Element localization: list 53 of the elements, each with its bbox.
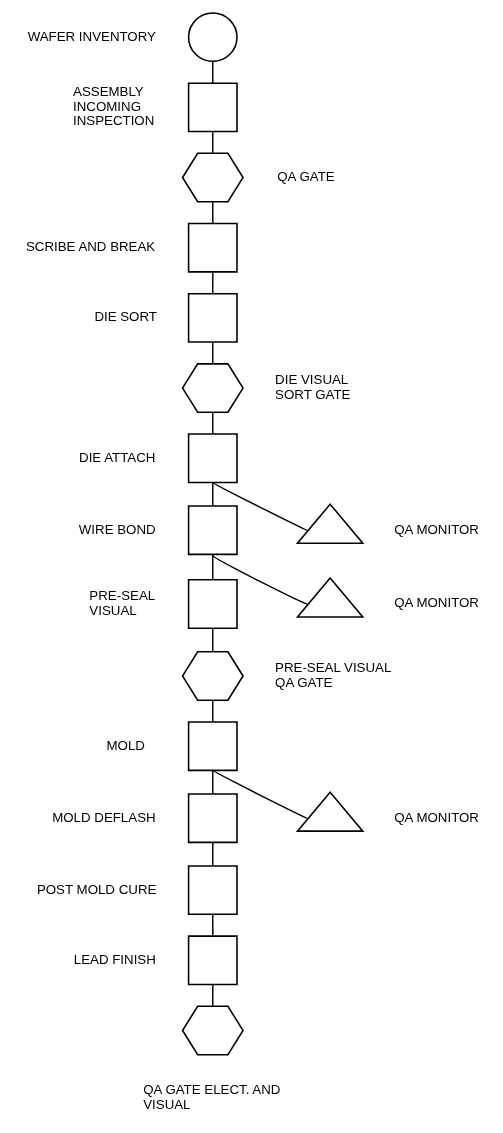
node-box: [187, 292, 238, 343]
node-label: QA MONITOR: [394, 809, 479, 825]
node-label: ASSEMBLY INCOMING INSPECTION: [73, 84, 155, 129]
node-label: MOLD: [106, 737, 145, 753]
node-box: [187, 505, 238, 556]
connector: [212, 913, 214, 937]
node-label: DIE ATTACH: [79, 449, 156, 465]
node-label: PRE-SEAL VISUAL: [89, 588, 156, 618]
node-triangle: [295, 502, 365, 544]
node-label: QA MONITOR: [394, 595, 479, 611]
node-hexagon: [181, 363, 244, 414]
node-triangle: [295, 576, 365, 618]
node-label: MOLD DEFLASH: [52, 809, 156, 825]
connector: [212, 481, 308, 531]
node-triangle: [295, 790, 365, 832]
node-label: QA GATE: [277, 168, 335, 184]
node-box: [187, 935, 238, 986]
connector: [212, 341, 214, 365]
node-label: QA GATE ELECT. AND VISUAL: [143, 1082, 281, 1112]
node-label: POST MOLD CURE: [36, 881, 157, 897]
node-label: LEAD FINISH: [73, 951, 156, 967]
node-hexagon: [181, 1005, 244, 1056]
connector: [212, 201, 214, 225]
node-label: WIRE BOND: [78, 521, 156, 537]
node-label: SCRIBE AND BREAK: [25, 239, 156, 255]
connector: [212, 699, 214, 723]
node-box: [187, 721, 238, 772]
connector: [212, 841, 214, 867]
connector: [212, 554, 308, 605]
connector: [212, 554, 214, 581]
connector: [212, 769, 308, 819]
connector: [212, 481, 214, 507]
connector: [212, 984, 214, 1007]
connector: [212, 271, 214, 295]
node-label: PRE-SEAL VISUAL QA GATE: [275, 660, 392, 690]
connector: [212, 131, 214, 154]
node-hexagon: [181, 651, 244, 701]
connector: [212, 627, 214, 653]
node-hexagon: [181, 152, 244, 203]
connector: [212, 769, 214, 795]
connector: [212, 61, 214, 84]
connector: [212, 411, 214, 435]
node-box: [187, 433, 238, 484]
node-box: [187, 793, 238, 844]
node-circle: [187, 12, 238, 63]
node-label: WAFER INVENTORY: [27, 28, 156, 44]
node-box: [187, 82, 238, 133]
node-box: [187, 865, 238, 916]
node-label: DIE SORT: [94, 309, 157, 325]
node-box: [187, 222, 238, 273]
node-label: DIE VISUAL SORT GATE: [275, 372, 351, 402]
node-box: [187, 579, 238, 629]
node-label: QA MONITOR: [394, 521, 479, 537]
